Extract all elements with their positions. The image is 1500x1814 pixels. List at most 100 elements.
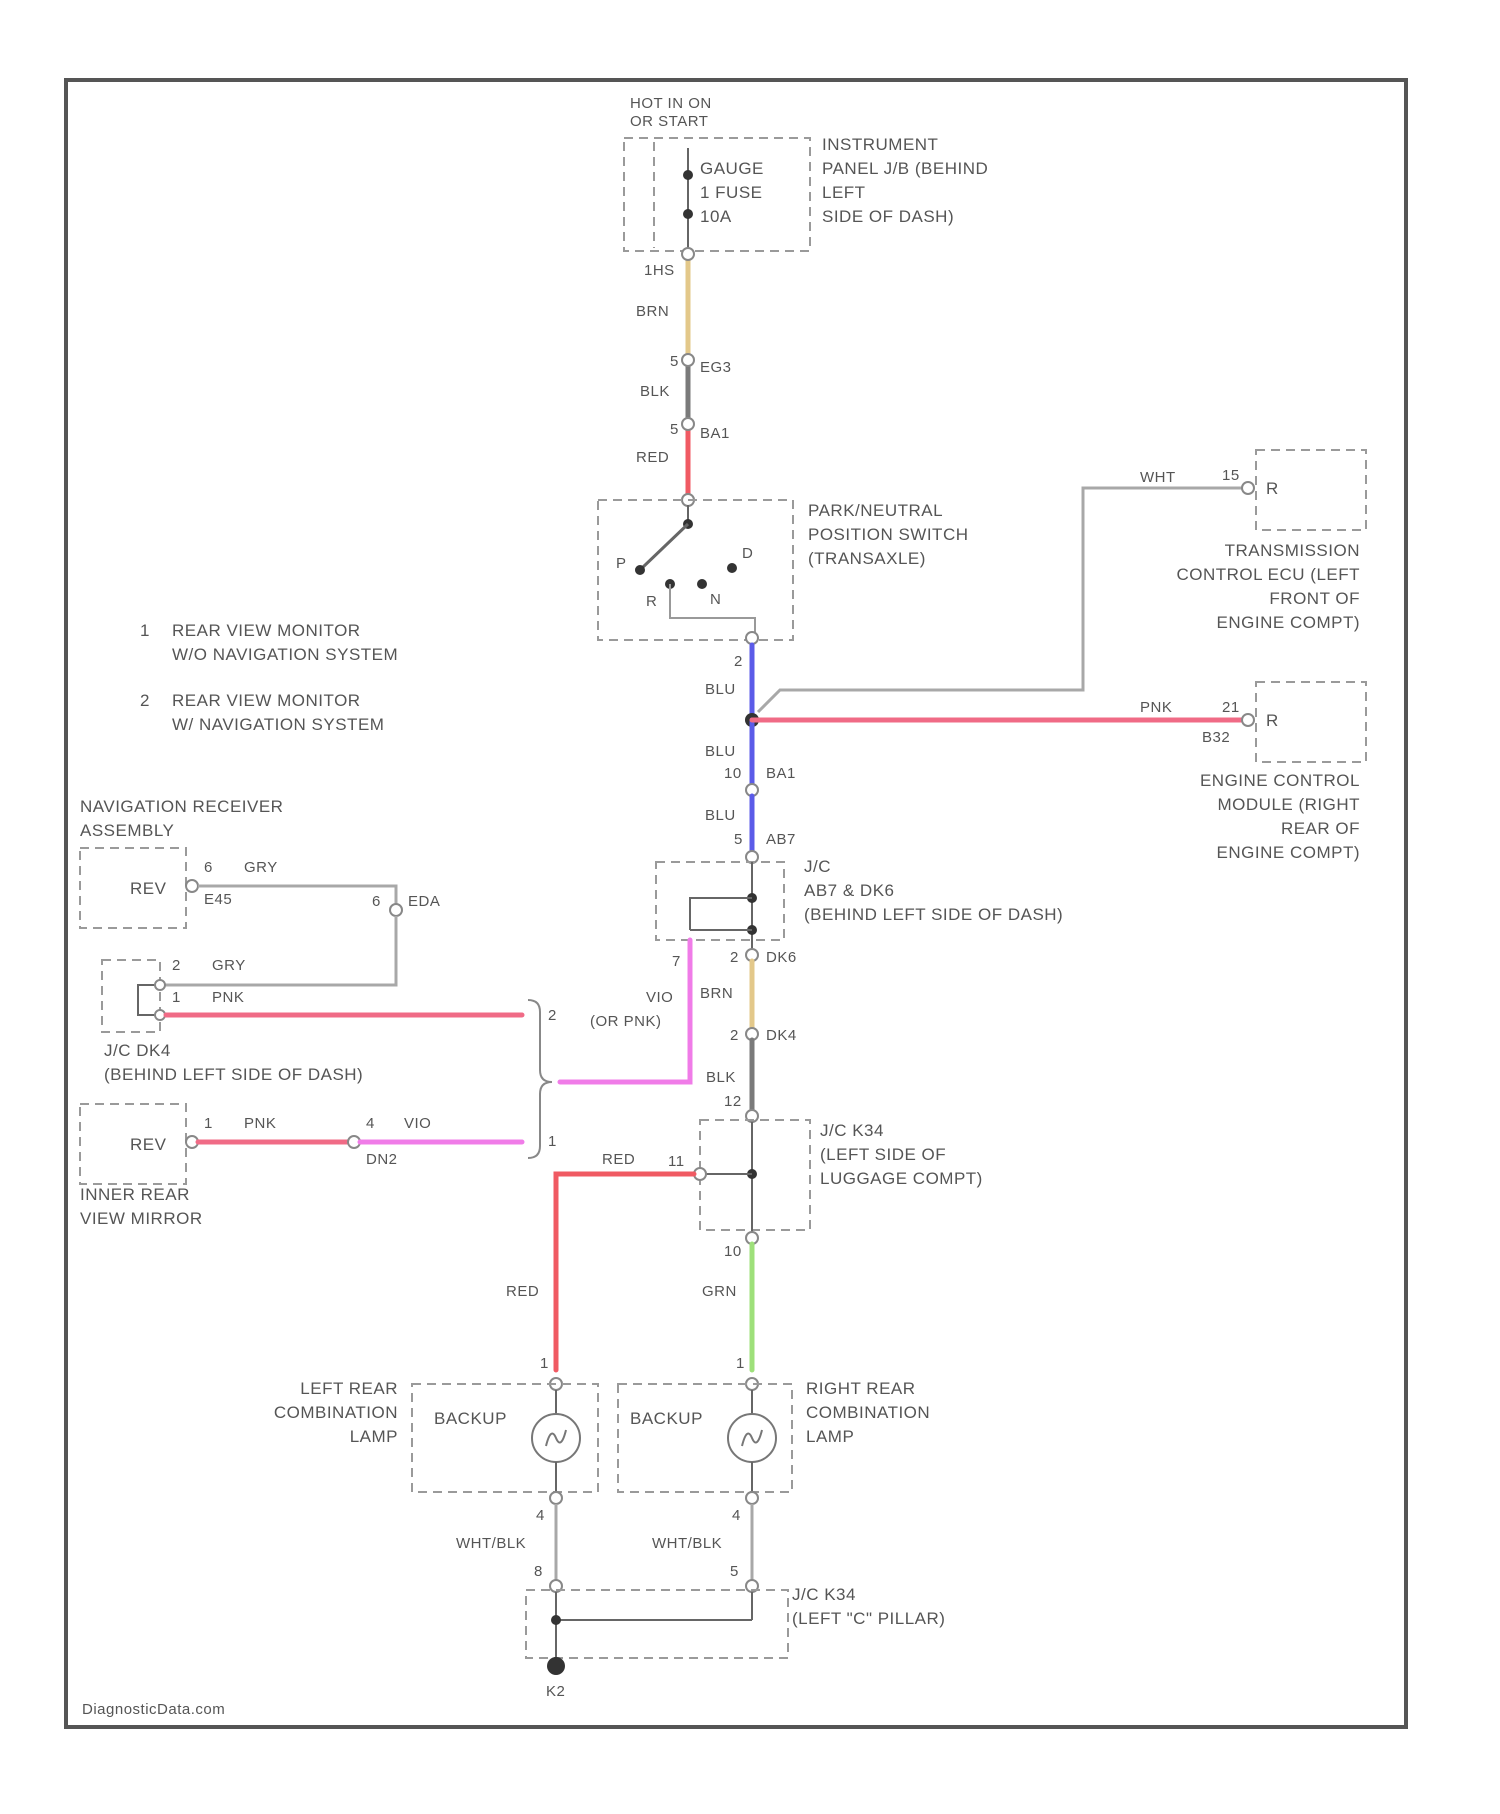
- eg3-label: EG3: [700, 359, 732, 376]
- right-lamp-pin-jc: 5: [730, 1563, 739, 1580]
- tcm-label-3: FRONT OF: [1269, 589, 1360, 608]
- wire-red-label: RED: [636, 449, 669, 466]
- legend-2-text: REAR VIEW MONITOR: [172, 691, 361, 710]
- pos-p-label: P: [616, 555, 627, 572]
- ecm-term: R: [1266, 711, 1279, 730]
- right-lamp-label-3: LAMP: [806, 1427, 854, 1446]
- wire-red2-label: RED: [602, 1151, 635, 1168]
- jc-ab7-dk6-box: [656, 862, 784, 940]
- tcm-label-2: CONTROL ECU (LEFT: [1176, 565, 1360, 584]
- pos-n-contact: [697, 579, 707, 589]
- connector-eda: [390, 904, 402, 916]
- ecm-label-3: REAR OF: [1281, 819, 1360, 838]
- fuse-terminal-top: [683, 170, 693, 180]
- pos-p-contact: [635, 565, 645, 575]
- jc-dk4-box: [102, 960, 160, 1032]
- wire-brn-label: BRN: [636, 303, 669, 320]
- vio-pin: 7: [672, 953, 681, 970]
- jc-dk6-label: J/C: [804, 857, 831, 876]
- dk4-pin-gry: 2: [172, 957, 181, 974]
- ipjb-label-4: SIDE OF DASH): [822, 207, 954, 226]
- tcm-label-4: ENGINE COMPT): [1217, 613, 1360, 632]
- connector-nav: [186, 880, 198, 892]
- right-lamp-bulb-label: BACKUP: [630, 1409, 703, 1428]
- wire-gry-dk4: [160, 916, 396, 985]
- wire-vio-jc: [560, 940, 690, 1082]
- mirror-wire: PNK: [244, 1115, 276, 1132]
- nav-title-2: ASSEMBLY: [80, 821, 174, 840]
- mirror-pin: 1: [204, 1115, 213, 1132]
- tcm-label: TRANSMISSION: [1225, 541, 1360, 560]
- pos-d-contact: [727, 563, 737, 573]
- nav-conn: E45: [204, 891, 232, 908]
- dk4-pin-pnk: 1: [172, 989, 181, 1006]
- wire-red3-label: RED: [506, 1283, 539, 1300]
- wire-red-left-lamp: [556, 1174, 694, 1370]
- wire-wht-tcm: [758, 488, 1242, 712]
- pnp-label-3: (TRANSAXLE): [808, 549, 926, 568]
- connector-eg3: [682, 354, 694, 366]
- ecm-label-2: MODULE (RIGHT: [1218, 795, 1361, 814]
- ba1-label: BA1: [700, 425, 730, 442]
- wire-blu2-label: BLU: [705, 743, 736, 760]
- mirror-wire-2: VIO: [404, 1115, 431, 1132]
- fuse-terminal-bottom: [683, 209, 693, 219]
- jc-k34b-label: J/C K34: [792, 1585, 856, 1604]
- blu2-conn: BA1: [766, 765, 796, 782]
- left-wire-bot: WHT/BLK: [456, 1535, 526, 1552]
- jc-dk6-label-2: AB7 & DK6: [804, 881, 895, 900]
- pos-r-label: R: [646, 593, 657, 610]
- mirror-term: REV: [130, 1135, 167, 1154]
- right-lamp-pin-bot: 4: [732, 1507, 741, 1524]
- tcm-wire-label: WHT: [1140, 469, 1176, 486]
- mirror-conn-2: DN2: [366, 1151, 398, 1168]
- blu3-pin: 5: [734, 831, 743, 848]
- wire-brn2-label: BRN: [700, 985, 733, 1002]
- power-label-2: OR START: [630, 113, 708, 130]
- watermark: DiagnosticData.com: [82, 1701, 225, 1718]
- dk4-wire-pnk: PNK: [212, 989, 244, 1006]
- nav-term: REV: [130, 879, 167, 898]
- ipjb-label-3: LEFT: [822, 183, 866, 202]
- switch-blade: [642, 524, 688, 568]
- brn2-conn-top: DK6: [766, 949, 797, 966]
- nav-conn-2: EDA: [408, 893, 440, 910]
- jc-dk4-label: J/C DK4: [104, 1041, 171, 1060]
- wire-or-pnk-label: (OR PNK): [590, 1013, 662, 1030]
- dk4-wire-gry: GRY: [212, 957, 246, 974]
- connector-fuse-bottom: [682, 248, 694, 260]
- left-lamp-bulb-label: BACKUP: [434, 1409, 507, 1428]
- ecm-conn: B32: [1202, 729, 1230, 746]
- jc-k34b-label-2: (LEFT "C" PILLAR): [792, 1609, 945, 1628]
- nav-pin-2: 6: [372, 893, 381, 910]
- wire-blk-label: BLK: [640, 383, 670, 400]
- nav-pin: 6: [204, 859, 213, 876]
- wire-blu1-label: BLU: [705, 681, 736, 698]
- brn2-conn-bot: DK4: [766, 1027, 797, 1044]
- ground-label: K2: [546, 1683, 565, 1700]
- legend-1-text-2: W/O NAVIGATION SYSTEM: [172, 645, 398, 664]
- mirror-label: INNER REAR: [80, 1185, 190, 1204]
- brn2-pin-bot: 2: [730, 1027, 739, 1044]
- wire-blk2-label: BLK: [706, 1069, 736, 1086]
- pnp-label: PARK/NEUTRAL: [808, 501, 943, 520]
- ecm-label: ENGINE CONTROL: [1200, 771, 1360, 790]
- legend-1-text: REAR VIEW MONITOR: [172, 621, 361, 640]
- connector-ba1: [682, 418, 694, 430]
- jc-dk6-label-3: (BEHIND LEFT SIDE OF DASH): [804, 905, 1063, 924]
- right-lamp-label: RIGHT REAR: [806, 1379, 916, 1398]
- ipjb-label: INSTRUMENT: [822, 135, 938, 154]
- brace-1: 1: [548, 1133, 557, 1150]
- ground-icon: [547, 1657, 565, 1675]
- legend-1-num: 1: [140, 621, 150, 640]
- connector-tcm: [1242, 482, 1254, 494]
- blu1-pin: 2: [734, 653, 743, 670]
- jc-k34-pillar-box: [526, 1590, 788, 1658]
- blu3-conn: AB7: [766, 831, 796, 848]
- ecm-wire-label: PNK: [1140, 699, 1172, 716]
- grn-pin: 10: [724, 1243, 742, 1260]
- pos-d-label: D: [742, 545, 753, 562]
- left-lamp-label-2: COMBINATION: [274, 1403, 398, 1422]
- mirror-pin-2: 4: [366, 1115, 375, 1132]
